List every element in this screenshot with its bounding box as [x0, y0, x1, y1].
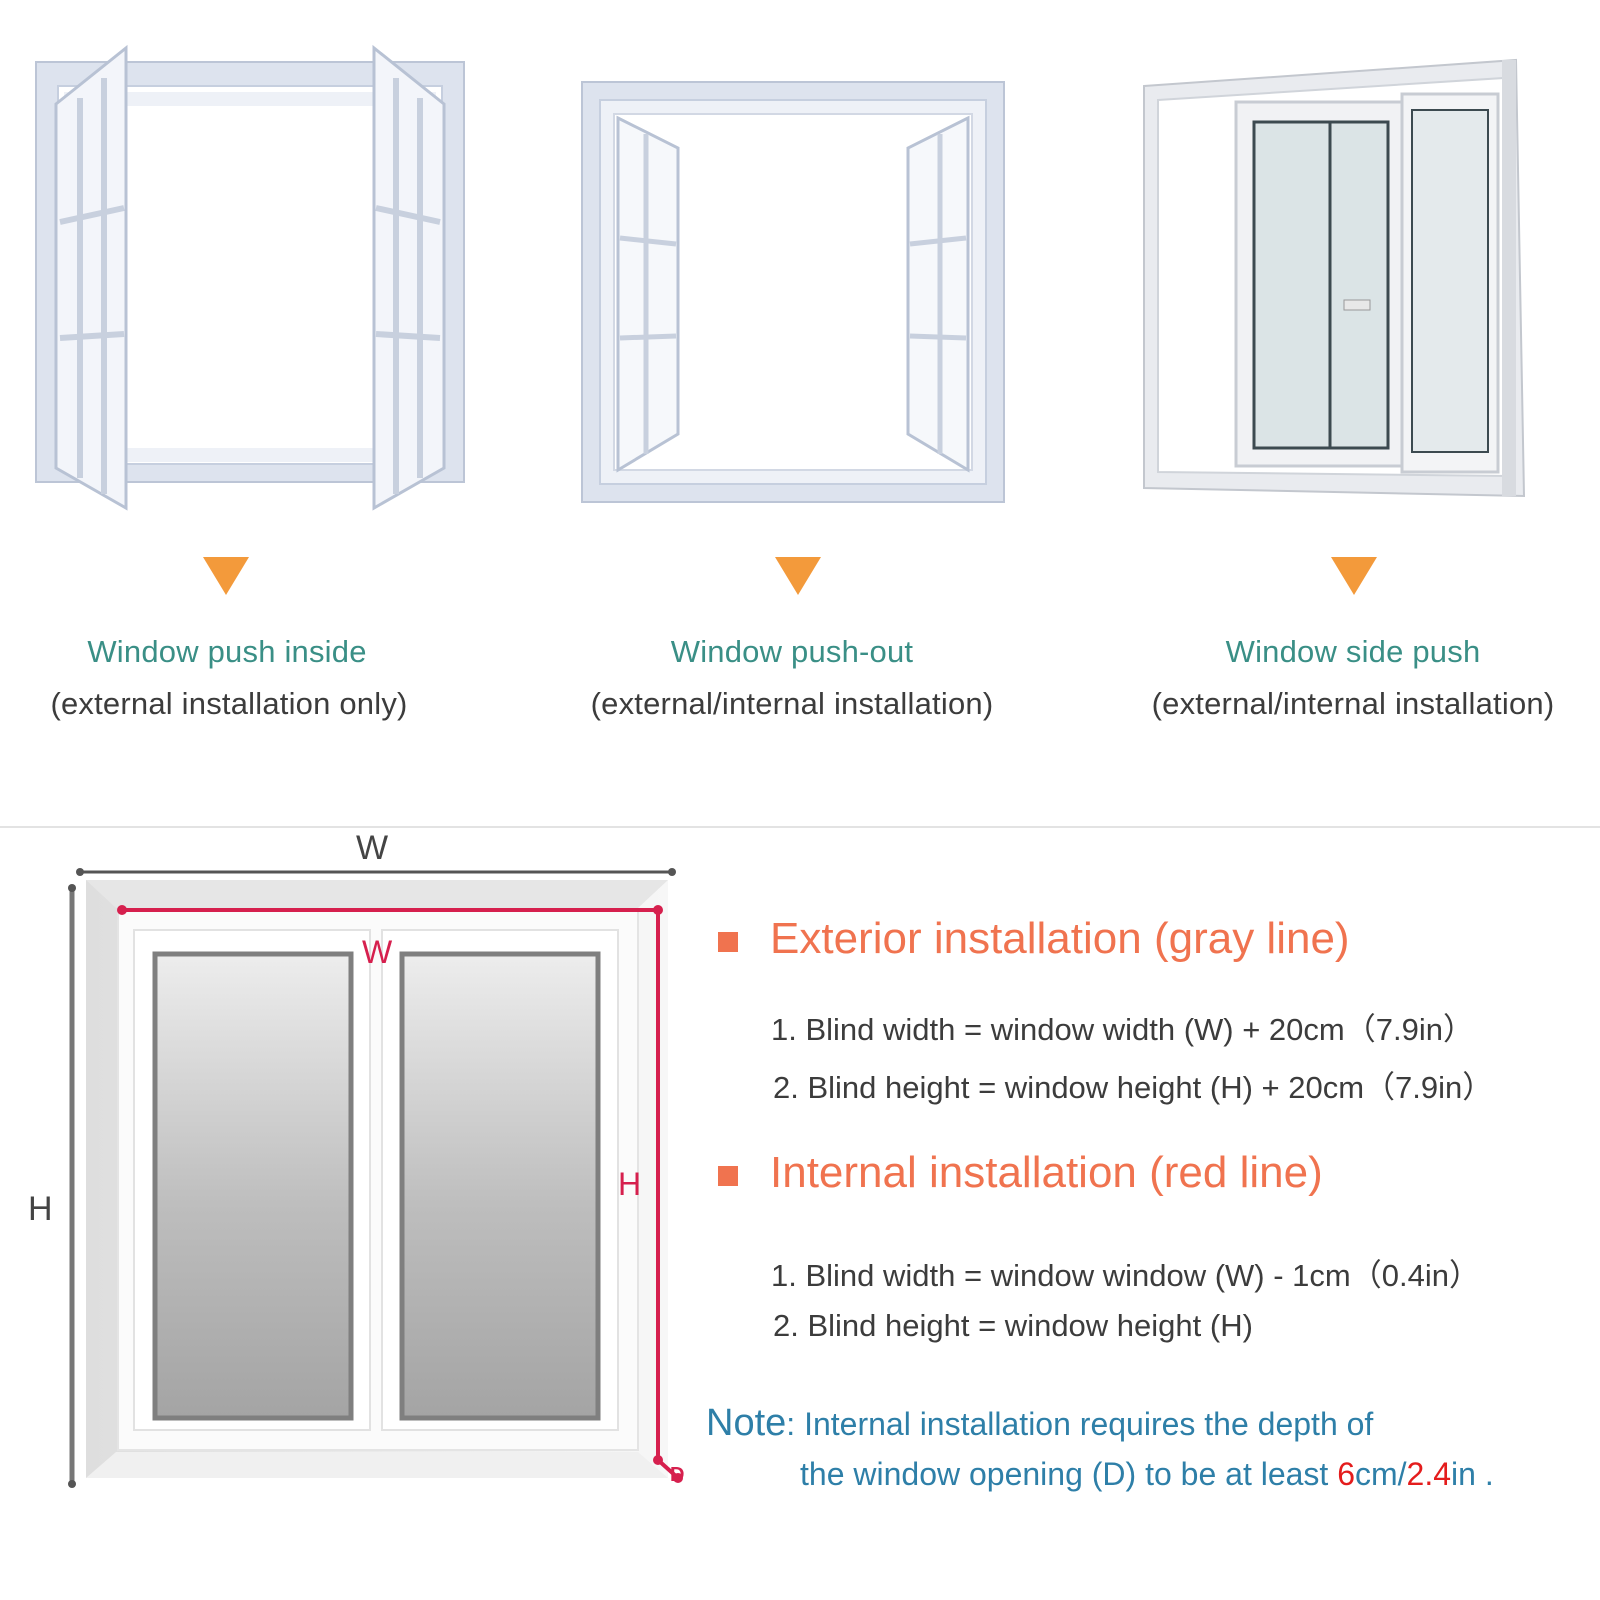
- inner-width-label: W: [362, 934, 393, 970]
- down-arrow-icon: [1331, 557, 1377, 595]
- window-type-subtitle: (external installation only): [50, 686, 408, 721]
- casement-inward-window-icon: [35, 44, 465, 511]
- note-line-2: the window opening (D) to be at least 6c…: [800, 1456, 1494, 1493]
- outer-height-label: H: [28, 1190, 53, 1228]
- down-arrow-icon: [775, 557, 821, 595]
- note-text-1: : Internal installation requires the dep…: [786, 1406, 1374, 1442]
- window-type-title: Window side push: [1225, 634, 1481, 669]
- internal-heading: Internal installation (red line): [770, 1148, 1323, 1197]
- window-measurement-diagram: [68, 868, 683, 1488]
- note-depth-cm: 6: [1337, 1456, 1355, 1492]
- internal-bullet: [718, 1166, 738, 1186]
- exterior-heading: Exterior installation (gray line): [770, 914, 1350, 963]
- outer-width-label: W: [356, 829, 389, 867]
- sliding-window-icon: [1143, 58, 1526, 498]
- window-type-title: Window push inside: [87, 634, 367, 669]
- window-type-subtitle: (external/internal installation): [590, 686, 994, 721]
- note-in-suffix: in .: [1451, 1456, 1494, 1492]
- note-depth-in: 2.4: [1406, 1456, 1452, 1492]
- note-label: Note: [706, 1402, 787, 1444]
- down-arrow-icon: [203, 557, 249, 595]
- note-line-1: Note: Internal installation requires the…: [706, 1402, 1373, 1445]
- exterior-rule-height: 2. Blind height = window height (H) + 20…: [773, 1070, 1494, 1105]
- note-text-2: the window opening (D) to be at least: [800, 1456, 1338, 1492]
- note-cm-sep: cm/: [1355, 1456, 1407, 1492]
- casement-outward-window-icon: [581, 81, 1005, 503]
- internal-rule-width: 1. Blind width = window window (W) - 1cm…: [771, 1258, 1480, 1293]
- internal-rule-height: 2. Blind height = window height (H): [773, 1308, 1253, 1343]
- section-divider: [0, 826, 1600, 828]
- window-type-title: Window push-out: [670, 634, 914, 669]
- inner-height-label: H: [618, 1166, 642, 1202]
- exterior-rule-width: 1. Blind width = window width (W) + 20cm…: [771, 1012, 1474, 1047]
- exterior-bullet: [718, 932, 738, 952]
- window-type-subtitle: (external/internal installation): [1151, 686, 1555, 721]
- depth-label: D: [670, 1464, 685, 1486]
